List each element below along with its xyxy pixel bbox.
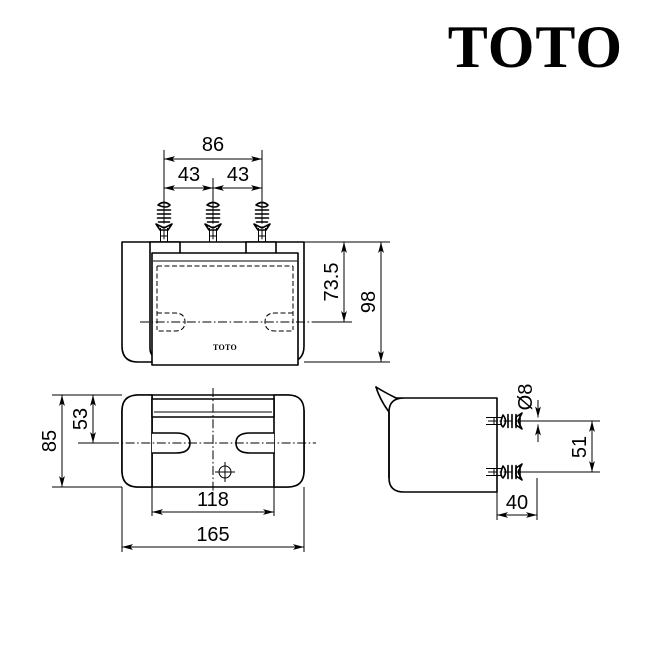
dimension-label-top-right-half: 43 [227,164,249,186]
dimension-group-front-vertical: 73.5 98 [304,241,390,363]
wall-anchor-icon-side-upper [486,412,560,430]
toto-brand-logo: TOTO [447,14,623,80]
dimension-label-plan-overall-depth: 85 [39,430,61,452]
dimension-label-side-hole-spacing: 51 [569,436,591,458]
dimension-group-top: 86 43 43 [163,134,263,216]
dimension-label-side-anchor-length: 40 [506,492,528,514]
dimension-label-top-left-half: 43 [178,164,200,186]
dimension-group-plan-vertical: 85 53 [39,394,122,488]
dimension-label-plan-inner-width: 118 [197,489,229,511]
dimension-label-front-overall-height: 98 [358,291,380,313]
wall-anchor-icon-side-lower [486,463,560,481]
wall-anchor-group-side [486,412,560,481]
plan-center-mark [215,462,235,482]
dimension-label-side-hole-diameter: Ø8 [515,384,537,411]
dimension-label-plan-inner-depth: 53 [70,408,92,430]
dimension-label-top-overall: 86 [202,134,224,156]
dimension-label-front-inner-height: 73.5 [321,263,343,302]
dimension-label-plan-overall-width: 165 [196,524,229,546]
dimension-group-plan-horizontal: 118 165 [121,487,305,552]
plate-brand-text: TOTO [213,343,237,352]
dimension-group-side: Ø8 51 40 [496,384,600,520]
plan-view-body [110,388,316,496]
side-view-body [375,386,498,493]
front-view-body: TOTO [121,241,312,366]
